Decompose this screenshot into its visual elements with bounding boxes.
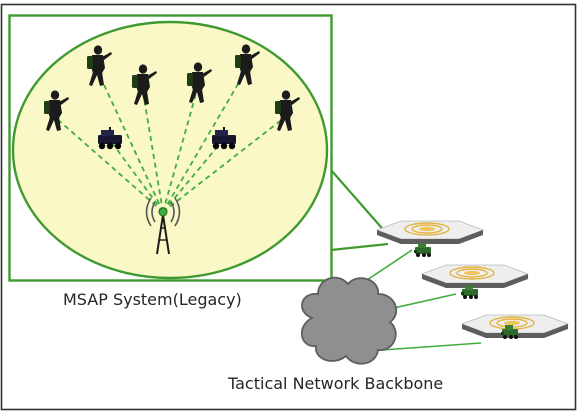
radio-link — [98, 73, 164, 213]
radio-link — [142, 91, 164, 213]
coverage-ellipse — [11, 20, 329, 280]
radio-link — [55, 117, 164, 213]
callout-pointer-lower — [330, 242, 389, 252]
radio-link — [162, 117, 285, 213]
radio-links — [55, 71, 285, 213]
radio-link — [162, 71, 246, 213]
cloud-icon — [301, 276, 398, 365]
radio-link — [162, 89, 198, 213]
msap-system-label: MSAP System(Legacy) — [63, 290, 242, 309]
radio-link — [162, 139, 224, 213]
backbone-link — [381, 342, 482, 351]
callout-pointer-upper — [330, 169, 389, 236]
radio-link — [109, 139, 164, 213]
antenna-tower-icon — [145, 197, 181, 255]
tactical-network-backbone-label: Tactical Network Backbone — [228, 374, 444, 393]
